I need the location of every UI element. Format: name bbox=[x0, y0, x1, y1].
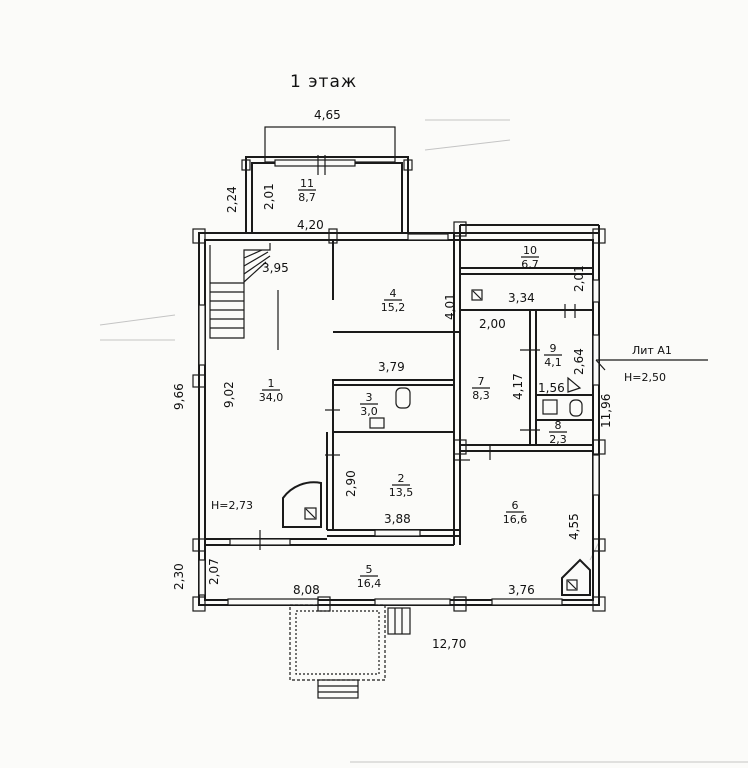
dim-hall-top: 4,20 bbox=[297, 218, 324, 232]
dim-porch-outer: 2,24 bbox=[225, 186, 239, 213]
dim-room6-height: 4,55 bbox=[567, 513, 581, 540]
dim-corridor-width: 3,34 bbox=[508, 291, 535, 305]
room-area: 8,3 bbox=[472, 389, 490, 402]
dim-room6-width: 3,76 bbox=[508, 583, 535, 597]
outer-walls bbox=[198, 224, 600, 606]
dim-room4-depth: 4,01 bbox=[443, 293, 457, 320]
lit-a1-height: Н=2,50 bbox=[624, 371, 666, 384]
room-number: 11 bbox=[300, 177, 314, 190]
room-number: 2 bbox=[398, 472, 405, 485]
lit-a1-annotation: Лит А1 Н=2,50 bbox=[595, 344, 708, 384]
dim-room1-height: 9,02 bbox=[222, 381, 236, 408]
room-area: 13,5 bbox=[389, 486, 414, 499]
dimension-labels: 4,65 2,24 2,01 4,20 3,95 4,01 3,34 2,01 … bbox=[172, 108, 613, 651]
dim-room4-width: 3,79 bbox=[378, 360, 405, 374]
room-number: 10 bbox=[523, 244, 537, 257]
dim-room7-width: 2,00 bbox=[479, 317, 506, 331]
room-area: 4,1 bbox=[544, 356, 562, 369]
interior-walls bbox=[205, 233, 593, 546]
room-area: 15,2 bbox=[381, 301, 406, 314]
room-number: 7 bbox=[478, 375, 485, 388]
room-area: 16,4 bbox=[357, 577, 382, 590]
staircase bbox=[209, 243, 271, 339]
porch-room-11 bbox=[241, 126, 413, 234]
dim-room9-height: 2,64 bbox=[572, 348, 586, 375]
dim-room2-width: 3,88 bbox=[384, 512, 411, 526]
plumbing-fixtures bbox=[369, 376, 583, 429]
faint-stamp-marks bbox=[99, 119, 748, 763]
room-number: 4 bbox=[390, 287, 397, 300]
dim-veranda-outer: 2,30 bbox=[172, 563, 186, 590]
room-area: 2,3 bbox=[549, 433, 567, 446]
dim-stair: 3,95 bbox=[262, 261, 289, 275]
lit-a1-label: Лит А1 bbox=[632, 344, 672, 357]
dim-room7-height: 4,17 bbox=[511, 373, 525, 400]
room-number: 9 bbox=[550, 342, 557, 355]
room-number: 8 bbox=[555, 419, 562, 432]
room-area: 34,0 bbox=[259, 391, 284, 404]
room-number: 6 bbox=[512, 499, 519, 512]
log-joints bbox=[192, 221, 606, 612]
room-area: 3,0 bbox=[360, 405, 378, 418]
dim-corridor-depth: 2,01 bbox=[572, 265, 586, 292]
dim-total-width: 12,70 bbox=[432, 637, 466, 651]
room-number: 1 bbox=[268, 377, 275, 390]
dim-right-total: 11,96 bbox=[599, 394, 613, 428]
floor-title: 1 этаж bbox=[290, 72, 357, 92]
stove-icons bbox=[282, 289, 591, 596]
dim-veranda-width: 8,08 bbox=[293, 583, 320, 597]
room-number: 3 bbox=[366, 391, 373, 404]
room-area: 16,6 bbox=[503, 513, 528, 526]
dim-room2-height: 2,90 bbox=[344, 470, 358, 497]
dim-porch-inner: 2,01 bbox=[262, 183, 276, 210]
room-number: 5 bbox=[366, 563, 373, 576]
doors bbox=[259, 290, 576, 550]
room-area: 6,7 bbox=[521, 258, 539, 271]
entrance-porch bbox=[289, 604, 411, 699]
dim-veranda-inner: 2,07 bbox=[207, 558, 221, 585]
dim-1-56: 1,56 bbox=[538, 381, 565, 395]
ceiling-height: H=2,73 bbox=[211, 499, 253, 512]
room-area: 8,7 bbox=[298, 191, 316, 204]
dim-left-total: 9,66 bbox=[172, 383, 186, 410]
dim-porch-width: 4,65 bbox=[314, 108, 341, 122]
